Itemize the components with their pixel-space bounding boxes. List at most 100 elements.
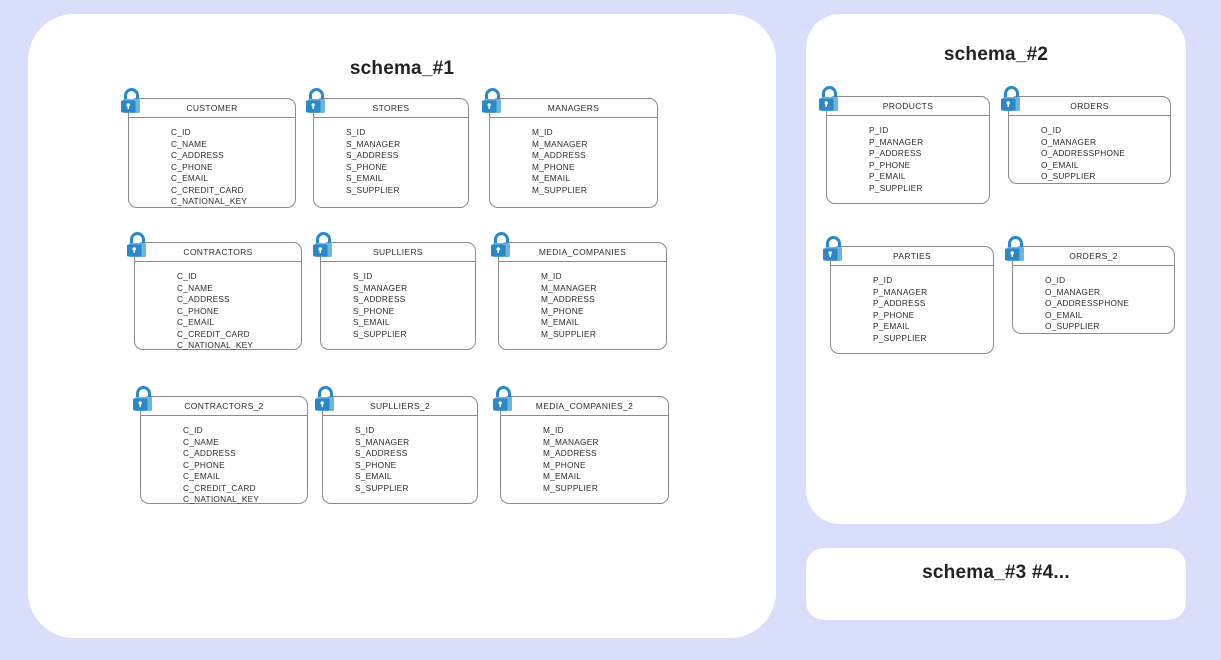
table-field: M_PHONE — [532, 161, 575, 172]
table-header: CONTRACTORS — [127, 232, 301, 262]
table-field: P_ADDRESS — [869, 148, 922, 158]
table-field: P_MANAGER — [869, 136, 924, 147]
table-header: PRODUCTS — [819, 86, 989, 116]
table-name: CUSTOMER — [186, 103, 238, 113]
table-header: MANAGERS — [482, 88, 657, 118]
table-field: O_MANAGER — [1045, 286, 1101, 297]
table-header: SUPLLIERS — [313, 232, 475, 262]
table-field: O_MANAGER — [1041, 136, 1097, 147]
table-field: M_EMAIL — [532, 173, 571, 183]
table-field: O_ID — [1041, 125, 1062, 135]
table-field: C_ID — [177, 271, 197, 281]
table-field: M_MANAGER — [541, 282, 597, 293]
table-field: S_ID — [353, 271, 373, 281]
table-field: P_PHONE — [869, 159, 911, 170]
table-field: P_PHONE — [873, 309, 915, 320]
table-header: CUSTOMER — [121, 88, 295, 118]
table-field: S_SUPPLIER — [346, 184, 400, 195]
table-field: M_ID — [543, 425, 564, 435]
table-field: C_PHONE — [171, 161, 213, 172]
table-header: MEDIA_COMPANIES_2 — [493, 386, 668, 416]
table-name: STORES — [372, 103, 410, 113]
table-field: M_SUPPLIER — [541, 328, 597, 339]
table-header: ORDERS_2 — [1005, 236, 1174, 266]
table-field: C_EMAIL — [171, 173, 209, 183]
table-header: PARTIES — [823, 236, 993, 266]
table-field: C_NAME — [177, 282, 214, 293]
table-field: C_NAME — [171, 138, 208, 149]
table-field: C_CREDIT_CARD — [171, 184, 244, 195]
table-field: S_EMAIL — [355, 471, 392, 481]
table-field: S_PHONE — [353, 305, 395, 316]
table-name: PRODUCTS — [882, 101, 934, 111]
panel-schema-1-title: schema_#1 — [349, 58, 455, 79]
table-field: S_MANAGER — [355, 436, 410, 447]
table-name: SUPLLIERS_2 — [369, 401, 431, 411]
panel-schema-2-title: schema_#2 — [943, 44, 1049, 65]
table-name: PARTIES — [892, 251, 932, 261]
table-field: O_EMAIL — [1041, 159, 1079, 170]
table-field: S_ADDRESS — [355, 448, 408, 458]
table-field: P_ID — [869, 125, 889, 135]
table-field: C_NATIONAL_KEY — [171, 196, 248, 206]
panel-schema-3[interactable]: schema_#3 #4... — [806, 548, 1186, 620]
table-field: P_SUPPLIER — [869, 182, 923, 193]
table-field: M_MANAGER — [543, 436, 599, 447]
table-header: STORES — [306, 88, 468, 118]
table-field: M_SUPPLIER — [543, 482, 599, 493]
table-field: M_EMAIL — [541, 317, 580, 327]
table-field: C_CREDIT_CARD — [177, 328, 250, 339]
table-field: S_ID — [346, 127, 366, 137]
table-header: SUPLLIERS_2 — [315, 386, 477, 416]
table-name: CONTRACTORS_2 — [184, 401, 264, 411]
table-field: P_EMAIL — [873, 321, 910, 331]
table-field: C_ADDRESS — [183, 448, 236, 458]
table-name: MEDIA_COMPANIES — [538, 247, 627, 257]
table-field: M_ID — [541, 271, 562, 281]
table-field: S_PHONE — [346, 161, 388, 172]
table-field: S_EMAIL — [346, 173, 383, 183]
table-field: O_SUPPLIER — [1041, 171, 1096, 181]
table-field: P_MANAGER — [873, 286, 928, 297]
table-field: S_SUPPLIER — [353, 328, 407, 339]
table-field: S_MANAGER — [346, 138, 401, 149]
table-field: O_ADDRESSPHONE — [1041, 148, 1126, 158]
table-field: O_EMAIL — [1045, 309, 1083, 320]
table-field: C_NATIONAL_KEY — [177, 340, 254, 350]
table-header: MEDIA_COMPANIES — [491, 232, 666, 262]
table-field: M_ADDRESS — [543, 448, 597, 458]
table-field: M_ADDRESS — [541, 294, 595, 304]
table-field: C_ID — [171, 127, 191, 137]
table-field: M_MANAGER — [532, 138, 588, 149]
table-name: MANAGERS — [547, 103, 600, 113]
table-field: C_ADDRESS — [171, 150, 224, 160]
table-field: S_EMAIL — [353, 317, 390, 327]
panel-schema-3-title: schema_#3 #4... — [922, 562, 1070, 583]
table-field: M_SUPPLIER — [532, 184, 588, 195]
table-field: P_EMAIL — [869, 171, 906, 181]
